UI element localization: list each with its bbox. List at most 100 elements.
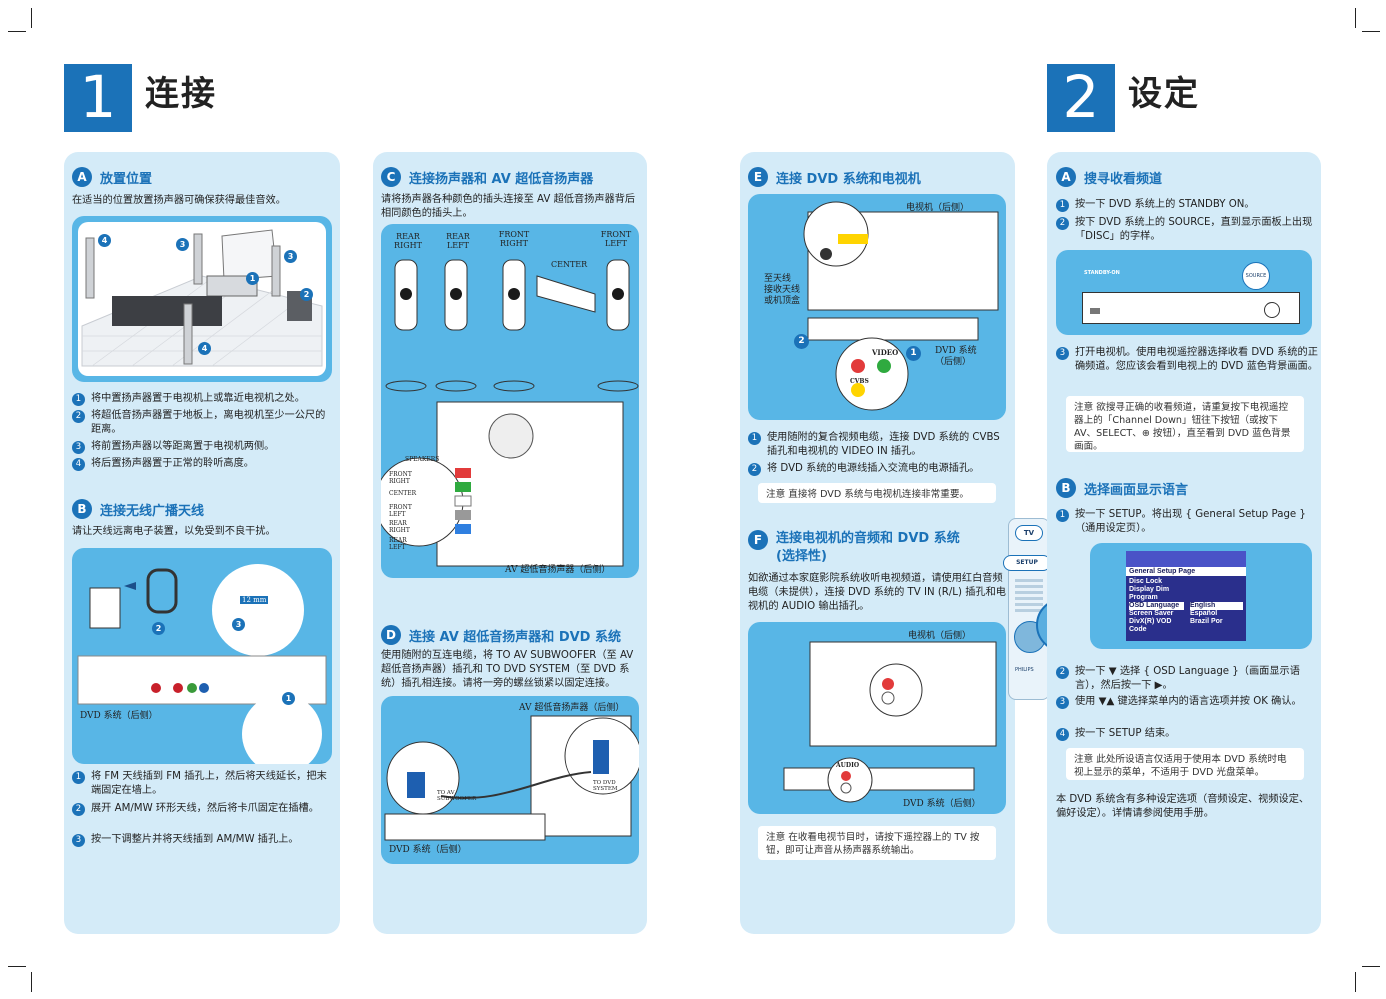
section-title-setup: 设定 [1128,74,1200,114]
section-a-heading: A 放置位置 [72,167,152,187]
section-number-2: 2 [1047,64,1115,132]
note-f: 注意 在收看电视节目时，请按下遥控器上的 TV 按钮，即可让声音从扬声器系统输出… [758,826,996,860]
sub-dvd-illustration: AV 超低音扬声器（后侧） TO AV SUBWOOFER TO DVD SYS… [381,696,639,864]
note-h: 注意 此处所设语言仅适用于使用本 DVD 系统时电视上显示的菜单，不适用于 DV… [1066,748,1304,780]
cvbs-label: CVBS [850,378,869,385]
badge-a: A [72,167,92,187]
remote-brand: PHILIPS [1015,667,1034,673]
speaker-label-rear-right: REAR RIGHT [394,232,422,250]
crop-mark [1362,31,1380,32]
section-d-title: 连接 AV 超低音扬声器和 DVD 系统 [409,629,621,645]
to-dvd-label: TO DVD SYSTEM [593,780,618,792]
room-drawing [78,222,326,376]
standby-button[interactable] [1090,308,1100,314]
marker-b2: 2 [152,622,165,635]
badge-g: A [1056,167,1076,187]
panel-row-rear-right: REAR RIGHT [389,520,410,534]
badge-f: F [748,530,768,550]
tv-key[interactable]: TV [1015,525,1043,541]
speaker-connection-illustration: REAR RIGHT REAR LEFT FRONT RIGHT FRONT L… [381,224,639,578]
speaker-label-rear-left: REAR LEFT [446,232,470,250]
marker-3: 3 [176,238,189,251]
section-c-heading: C 连接扬声器和 AV 超低音扬声器 [381,167,593,187]
section-f-subtitle: (选择性) [776,549,827,564]
section-h-heading: B 选择画面显示语言 [1056,478,1188,498]
number-keys [1015,579,1043,613]
osd-value-selected[interactable]: English [1189,602,1243,610]
marker-e1: 1 [906,346,921,361]
osd-menu: General Setup Page Disc Lock Display Dim… [1126,551,1246,641]
sub-dvd-drawing [384,715,639,841]
osd-value[interactable]: Brazil Por [1189,618,1223,625]
placement-illustration: 4 3 1 3 2 4 [72,216,332,382]
osd-item[interactable]: Display Dim [1129,586,1170,593]
source-button[interactable] [1264,302,1280,318]
tv-dvd-drawing [803,201,999,411]
crop-mark [8,31,26,32]
tv-connection-illustration: 电视机（后侧） 至天线 接收天线 或机顶盒 DVD 系统 （后侧） VIDEO … [748,194,1006,420]
video-label: VIDEO [872,348,899,357]
osd-item-selected[interactable]: OSD Language [1129,602,1184,610]
panel-row-rear-left: REAR LEFT [389,537,407,551]
sub-back-label-c: AV 超低音扬声器（后侧） [505,565,611,575]
speaker-label-center: CENTER [551,260,588,269]
section-b-intro: 请让天线远离电子装置，以免受到不良干扰。 [72,526,276,537]
section-c-intro: 请将扬声器各种颜色的插头连接至 AV 超低音扬声器背后相同颜色的插头上。 [381,194,636,219]
section-b-title: 连接无线广播天线 [100,503,205,519]
standby-label: STANDBY-ON [1084,270,1120,276]
section-f-intro: 如欲通过本家庭影院系统收听电视频道，请使用红白音频电缆（未提供），连接 DVD … [748,573,1006,612]
panel-row-center: CENTER [389,490,417,497]
tv-back-label-e: 电视机（后侧） [906,203,970,213]
section-a-title: 放置位置 [100,171,153,187]
section-c-title: 连接扬声器和 AV 超低音扬声器 [409,171,594,187]
dvd-back-label-d: DVD 系统（后侧） [389,845,467,855]
speaker-label-front-right: FRONT RIGHT [498,230,530,248]
badge-c: C [381,167,401,187]
setup-footer: 本 DVD 系统含有多种设定选项（音频设定、视频设定、偏好设定）。详情请参阅使用… [1056,794,1310,819]
speaker-label-front-left: FRONT LEFT [600,230,632,248]
osd-value[interactable]: Español [1189,610,1218,617]
section-f-heading: F 连接电视机的音频和 DVD 系统 (选择性) [748,530,960,566]
marker-1: 1 [246,272,259,285]
osd-item[interactable]: Program [1129,594,1158,601]
section-e-heading: E 连接 DVD 系统和电视机 [748,167,921,187]
source-key[interactable]: SOURCE [1242,262,1270,290]
crop-mark [1355,8,1356,28]
crop-mark [1362,966,1380,967]
marker-4: 4 [98,234,111,247]
dvd-back-label-e: DVD 系统 （后侧） [935,346,977,367]
dvd-front-illustration: STANDBY-ON SOURCE [1056,250,1312,335]
setup-key[interactable]: SETUP [1003,555,1051,571]
osd-item[interactable]: Disc Lock [1129,578,1163,585]
tv-back-label-f: 电视机（后侧） [908,631,972,641]
crop-mark [31,972,32,992]
to-sub-label: TO AV SUBWOOFER [437,790,477,802]
marker-b3: 3 [232,618,245,631]
panel-row-front-right: FRONT RIGHT [389,471,412,485]
speakers-drawing [381,259,639,567]
crop-mark [8,966,26,967]
marker-e2: 2 [794,334,809,349]
note-g: 注意 欲搜寻正确的收看频道，请重复按下电视遥控器上的「Channel Down」… [1066,396,1304,452]
osd-item[interactable]: Screen Saver [1129,610,1174,617]
antenna-source-label: 至天线 接收天线 或机顶盒 [764,274,801,306]
section-number-1: 1 [64,64,132,132]
panel-title: SPEAKERS [405,456,440,463]
marker-b1: 1 [282,692,295,705]
section-h-title: 选择画面显示语言 [1084,482,1189,498]
osd-item[interactable]: DivX(R) VOD Code [1129,618,1172,633]
